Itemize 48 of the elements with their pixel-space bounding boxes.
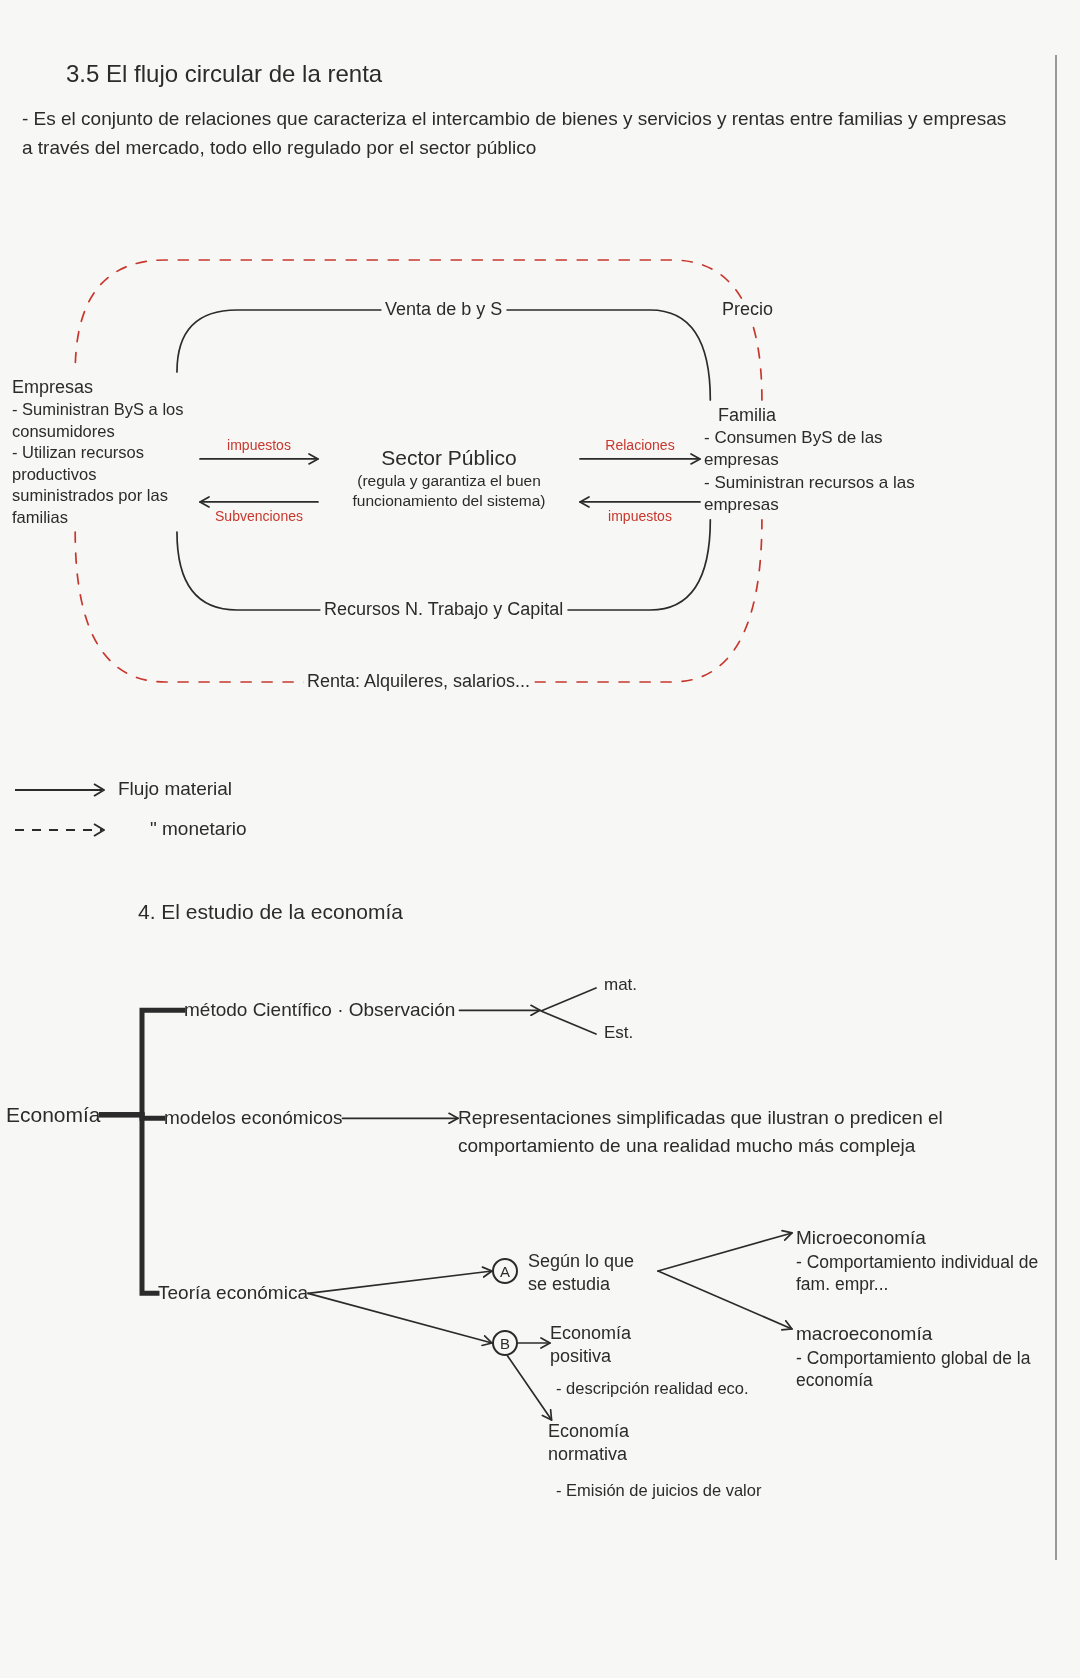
arrow — [341, 1112, 459, 1125]
node-heading: Microeconomía — [796, 1226, 927, 1250]
bullet-text: - Utilizan recursos productivos suministrados por las familias — [12, 442, 169, 528]
definition-text: - Es el conjunto de relaciones que caracteriza el intercambio de bienes y servicios y rentas entre familias y empresas a través del mercado, todo ello regulado por el sector público — [22, 107, 1008, 161]
concept-text: Economía normativa — [548, 1420, 668, 1467]
section-heading: 4. El estudio de la economía — [138, 899, 403, 925]
concept-text: Economía positiva — [550, 1322, 670, 1369]
arrow — [307, 1292, 493, 1347]
legend-label: Flujo material — [118, 778, 233, 800]
edge-label: Recursos N. Trabajo y Capital — [320, 599, 568, 621]
node-heading: macroeconomía — [796, 1322, 934, 1346]
node-heading: Empresas — [12, 376, 95, 399]
bullet-text: - Comportamiento individual de fam. empr... — [796, 1250, 1040, 1297]
node-caption: - Emisión de juicios de valor — [556, 1480, 763, 1501]
legend-label: " monetario — [150, 818, 247, 840]
bullet-text: - Consumen ByS de las empresas — [704, 427, 884, 472]
arrow — [657, 1270, 793, 1331]
bullet-text: - Suministran ByS a los consumidores — [12, 399, 185, 442]
bullet-text: - Suministran recursos a las empresas — [704, 471, 916, 516]
concept-text: Representaciones simplificadas que ilustran o predicen el comportamiento de una realidad mucho más compleja — [458, 1104, 1018, 1160]
concept-text: método Científico · Observación — [184, 998, 456, 1023]
bracket-line — [99, 1112, 160, 1296]
arrow — [199, 453, 319, 465]
node-caption: - descripción realidad eco. — [556, 1378, 750, 1399]
arrow — [517, 1337, 551, 1349]
arrow — [579, 453, 701, 465]
concept-text: modelos económicos — [164, 1106, 343, 1131]
note-text: Est. — [604, 1022, 634, 1044]
concept-text: Teoría económica — [158, 1281, 308, 1306]
edge-label: Venta de b y S — [381, 299, 507, 321]
node-heading: Sector Público — [380, 445, 518, 471]
letter-circle: B — [492, 1330, 518, 1356]
concept-text: Economía — [6, 1101, 101, 1129]
bullet-text: - Comportamiento global de la economía — [796, 1346, 1032, 1393]
arrow — [506, 1355, 553, 1421]
fork-bracket — [540, 987, 596, 1035]
arrow — [657, 1229, 793, 1272]
arrow — [458, 1004, 541, 1017]
arrow — [579, 496, 701, 508]
node-description: (regula y garantiza el buen funcionamiento del sistema) — [351, 471, 547, 512]
node-heading: Familia — [717, 404, 777, 427]
letter-circle: A — [492, 1258, 518, 1284]
dashed-flow-line — [74, 259, 763, 401]
concept-text: Según lo que se estudia — [528, 1250, 658, 1297]
arrow — [307, 1266, 493, 1295]
section-title: 3.5 El flujo circular de la renta — [66, 60, 383, 88]
note-text: mat. — [604, 974, 638, 996]
arrow — [199, 496, 319, 508]
